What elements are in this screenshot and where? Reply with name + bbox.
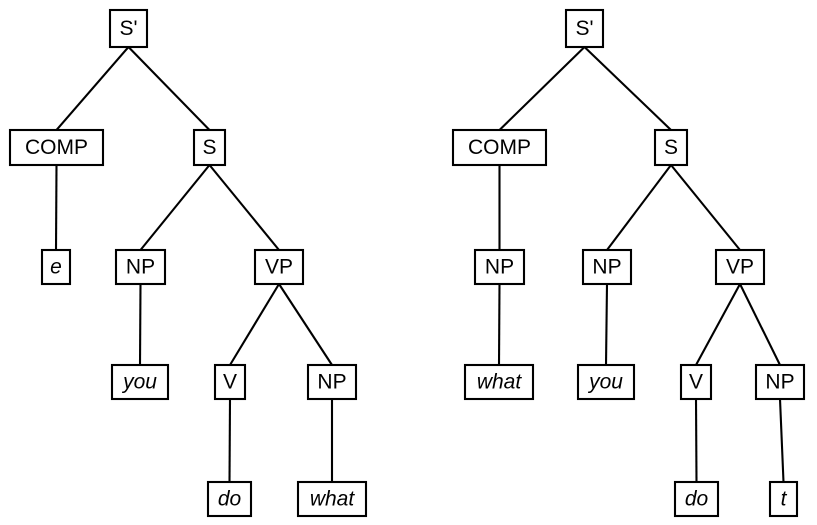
tree-edge-R-VP-to-R-V <box>695 283 741 366</box>
node-label-L-you: you <box>121 371 157 394</box>
node-box-L-do <box>206 480 253 518</box>
node-box-L-VP <box>253 248 305 286</box>
node-label-R-NP1: NP <box>592 256 621 279</box>
node-label-R-V: V <box>689 371 703 394</box>
node-label-R-do: do <box>685 488 709 511</box>
tree-edge-R-S-to-R-NP1 <box>606 164 672 251</box>
tree-edge-L-S-to-L-NP1 <box>139 164 211 251</box>
tree-edge-R-Sbar-to-R-COMP <box>498 46 586 131</box>
node-label-R-VP: VP <box>726 256 754 279</box>
node-label-R-Sbar: S' <box>575 17 593 40</box>
edges-layer <box>54 46 785 483</box>
tree-node-L-do[interactable]: do <box>206 480 253 518</box>
tree-node-L-VP[interactable]: VP <box>253 248 305 286</box>
node-box-R-what <box>463 363 535 401</box>
node-box-R-NP0 <box>473 248 526 286</box>
node-box-L-NP1 <box>114 248 167 286</box>
tree-node-R-NP1[interactable]: NP <box>581 248 633 286</box>
tree-node-L-S[interactable]: S <box>192 128 227 167</box>
tree-edge-L-Sbar-to-L-COMP <box>55 46 130 131</box>
tree-node-L-what[interactable]: what <box>296 480 368 518</box>
node-box-L-e <box>40 248 72 286</box>
tree-node-R-V[interactable]: V <box>679 363 713 401</box>
node-label-R-S: S <box>664 136 678 159</box>
tree-node-L-V[interactable]: V <box>213 363 247 401</box>
tree-node-R-Sbar[interactable]: S' <box>564 8 605 49</box>
node-label-L-S: S <box>202 136 216 159</box>
node-box-R-Sbar <box>564 8 605 49</box>
node-box-L-Sbar <box>108 8 149 49</box>
tree-edge-L-VP-to-L-V <box>229 283 280 366</box>
tree-edge-L-COMP-to-L-e <box>54 164 58 251</box>
tree-node-R-NP2[interactable]: NP <box>754 363 806 401</box>
node-label-L-e: e <box>50 256 62 279</box>
tree-edge-R-S-to-R-VP <box>670 164 741 251</box>
tree-edge-L-VP-to-L-NP2 <box>278 283 333 366</box>
tree-edge-R-NP0-to-R-what <box>497 283 501 366</box>
node-label-R-NP2: NP <box>765 371 794 394</box>
tree-node-L-NP1[interactable]: NP <box>114 248 167 286</box>
tree-node-R-what[interactable]: what <box>463 363 535 401</box>
tree-node-R-S[interactable]: S <box>653 128 689 167</box>
tree-edge-L-V-to-L-do <box>228 398 232 483</box>
node-label-L-Sbar: S' <box>119 17 137 40</box>
node-box-L-NP2 <box>306 363 358 401</box>
tree-node-R-you[interactable]: you <box>576 363 636 401</box>
node-box-L-V <box>213 363 247 401</box>
node-label-L-NP2: NP <box>317 371 346 394</box>
node-box-R-do <box>673 480 720 518</box>
tree-node-L-NP2[interactable]: NP <box>306 363 358 401</box>
tree-node-L-COMP[interactable]: COMP <box>8 128 105 167</box>
node-box-R-t <box>768 480 799 518</box>
tree-edge-R-NP2-to-R-t <box>778 398 785 483</box>
node-label-L-COMP: COMP <box>25 136 88 159</box>
node-box-R-V <box>679 363 713 401</box>
tree-node-R-VP[interactable]: VP <box>714 248 766 286</box>
tree-edge-L-S-to-L-VP <box>208 164 280 251</box>
node-label-R-NP0: NP <box>485 256 514 279</box>
tree-edge-L-Sbar-to-L-S <box>127 46 211 131</box>
tree-edge-R-V-to-R-do <box>694 398 698 483</box>
node-label-L-NP1: NP <box>126 256 155 279</box>
node-label-R-what: what <box>477 371 523 394</box>
node-box-L-what <box>296 480 368 518</box>
node-box-R-COMP <box>451 128 548 167</box>
tree-node-R-t[interactable]: t <box>768 480 799 518</box>
node-label-R-COMP: COMP <box>468 136 531 159</box>
node-label-R-you: you <box>587 371 623 394</box>
tree-node-L-Sbar[interactable]: S' <box>108 8 149 49</box>
tree-node-R-do[interactable]: do <box>673 480 720 518</box>
tree-edge-L-NP1-to-L-you <box>138 283 142 366</box>
node-box-L-you <box>110 363 170 401</box>
node-label-L-VP: VP <box>265 256 293 279</box>
tree-node-R-COMP[interactable]: COMP <box>451 128 548 167</box>
node-box-L-COMP <box>8 128 105 167</box>
node-label-L-do: do <box>218 488 242 511</box>
node-box-R-S <box>653 128 689 167</box>
node-box-L-S <box>192 128 227 167</box>
node-box-R-you <box>576 363 636 401</box>
node-box-R-NP2 <box>754 363 806 401</box>
tree-edge-R-NP1-to-R-you <box>604 283 609 366</box>
tree-edge-R-Sbar-to-R-S <box>583 46 672 131</box>
tree-node-R-NP0[interactable]: NP <box>473 248 526 286</box>
tree-node-L-you[interactable]: you <box>110 363 170 401</box>
node-label-R-t: t <box>781 488 788 511</box>
tree-node-L-e[interactable]: e <box>40 248 72 286</box>
node-label-L-V: V <box>223 371 237 394</box>
node-label-L-what: what <box>310 488 356 511</box>
tree-edge-R-VP-to-R-NP2 <box>739 283 781 366</box>
node-box-R-VP <box>714 248 766 286</box>
node-box-R-NP1 <box>581 248 633 286</box>
